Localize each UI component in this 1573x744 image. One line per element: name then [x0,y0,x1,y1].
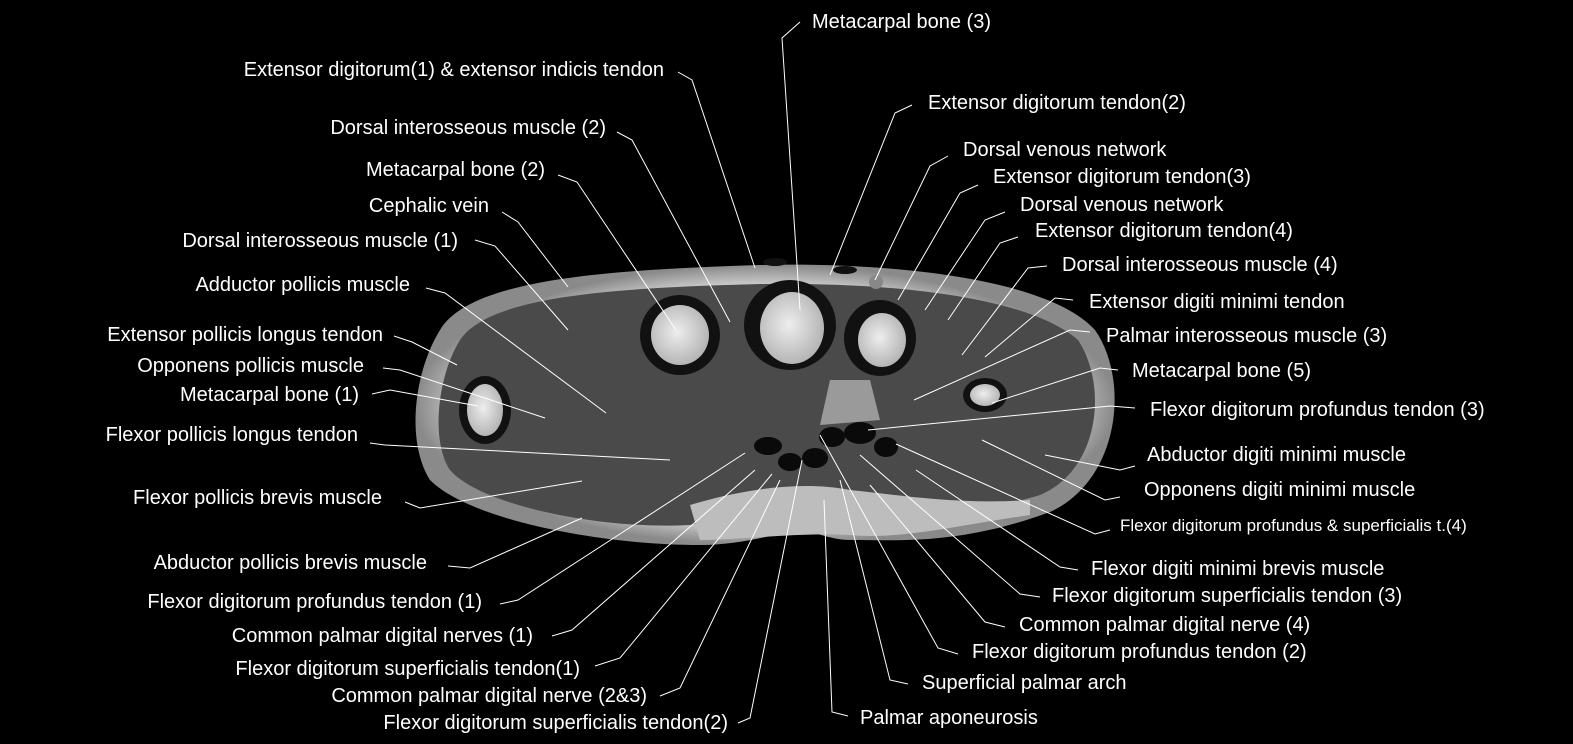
leader-line [393,335,458,366]
leader-line [382,367,546,419]
anatomy-label: Flexor digitorum profundus tendon (2) [972,641,1307,663]
leader-line [915,469,1079,571]
anatomy-label: Common palmar digital nerve (4) [1019,614,1311,636]
anatomy-label: Dorsal interosseous muscle (2) [330,117,606,139]
leader-line [1044,454,1136,471]
metacarpal-3-marrow [760,292,824,364]
anatomy-label: Extensor digitorum tendon(2) [928,92,1186,114]
leader-line [404,480,583,509]
hand-section [415,258,1115,545]
anatomy-label: Metacarpal bone (2) [366,159,545,181]
anatomy-label: Dorsal venous network [963,139,1167,161]
leader-line [616,131,731,323]
leader-line [594,473,773,667]
leader-line [984,297,1074,358]
leader-line [897,184,979,301]
muscle-region [438,283,1095,526]
anatomy-label: Opponens pollicis muscle [137,355,364,377]
leader-line [447,517,583,569]
leader-line [859,454,1041,598]
anatomy-label: Opponens digiti minimi muscle [1144,479,1416,501]
anatomy-label: Adductor pollicis muscle [195,274,410,296]
anatomy-label: Flexor digitorum superficialis tendon(2) [383,712,728,734]
leader-line [839,479,909,685]
anatomy-label: Metacarpal bone (3) [812,11,991,33]
leader-lines [369,21,1136,724]
leader-line [369,442,671,461]
anatomy-label: Extensor digitorum(1) & extensor indicis… [243,59,664,81]
leader-line [781,21,801,311]
leader-line [557,174,677,331]
leader-line [819,434,959,655]
leader-line [895,443,1111,535]
anatomy-label: Metacarpal bone (1) [180,384,359,406]
anatomy-label: Extensor digitorum tendon(4) [1035,220,1293,242]
anatomy-label: Flexor digiti minimi brevis muscle [1091,558,1385,580]
leader-line [737,459,803,724]
palmar-fat [690,485,1030,540]
leader-line [924,211,1006,311]
leader-line [474,239,569,331]
anatomy-label: Flexor pollicis brevis muscle [133,487,382,509]
anatomy-label: Flexor digitorum profundus tendon (3) [1150,399,1485,421]
leader-line [677,71,756,269]
leader-line [867,405,1136,431]
anatomy-label: Palmar interosseous muscle (3) [1106,325,1388,347]
dorsal-vein [869,275,883,289]
anatomy-label: Superficial palmar arch [922,672,1127,694]
leader-line [869,484,1006,628]
leader-line [499,452,746,605]
leader-line [425,287,607,414]
metacarpal-2-marrow [651,305,709,365]
anatomy-label: Extensor digiti minimi tendon [1089,291,1345,313]
leader-line [991,367,1119,404]
anatomy-label: Flexor digitorum profundus tendon (1) [147,591,482,613]
anatomy-label: Common palmar digital nerves (1) [231,625,533,647]
leader-line [371,389,479,407]
anatomy-label: Flexor pollicis longus tendon [105,424,358,446]
anatomy-label: Abductor pollicis brevis muscle [153,552,427,574]
anatomy-label: Extensor pollicis longus tendon [107,324,383,346]
metacarpal-4-marrow [858,313,906,367]
anatomy-label: Palmar aponeurosis [860,707,1038,729]
anatomy-label: Abductor digiti minimi muscle [1147,444,1406,466]
leader-line [913,329,1091,401]
leader-line [981,439,1121,501]
flexor-tendons [754,258,898,471]
anatomy-label: Cephalic vein [368,195,489,217]
metacarpal-1-marrow [467,384,503,436]
anatomy-label: Dorsal interosseous muscle (1) [182,230,458,252]
leader-line [823,499,849,717]
central-septum [820,380,880,425]
leader-line [829,104,913,276]
anatomy-label: Metacarpal bone (5) [1132,360,1311,382]
metacarpal-5-marrow [970,384,1000,406]
anatomy-label: Dorsal venous network [1020,194,1224,216]
leader-line [947,236,1019,321]
anatomy-label: Flexor digitorum profundus & superficial… [1120,516,1467,535]
leader-line [874,155,949,281]
anatomy-label: Common palmar digital nerve (2&3) [331,685,647,707]
leader-line [501,211,569,288]
leader-line [659,479,781,697]
anatomy-label: Flexor digitorum superficialis tendon(1) [235,658,580,680]
leader-line [961,265,1048,356]
anatomy-label: Extensor digitorum tendon(3) [993,166,1251,188]
anatomy-label: Flexor digitorum superficialis tendon (3… [1052,585,1403,607]
anatomy-label: Dorsal interosseous muscle (4) [1062,254,1338,276]
leader-line [551,469,756,637]
